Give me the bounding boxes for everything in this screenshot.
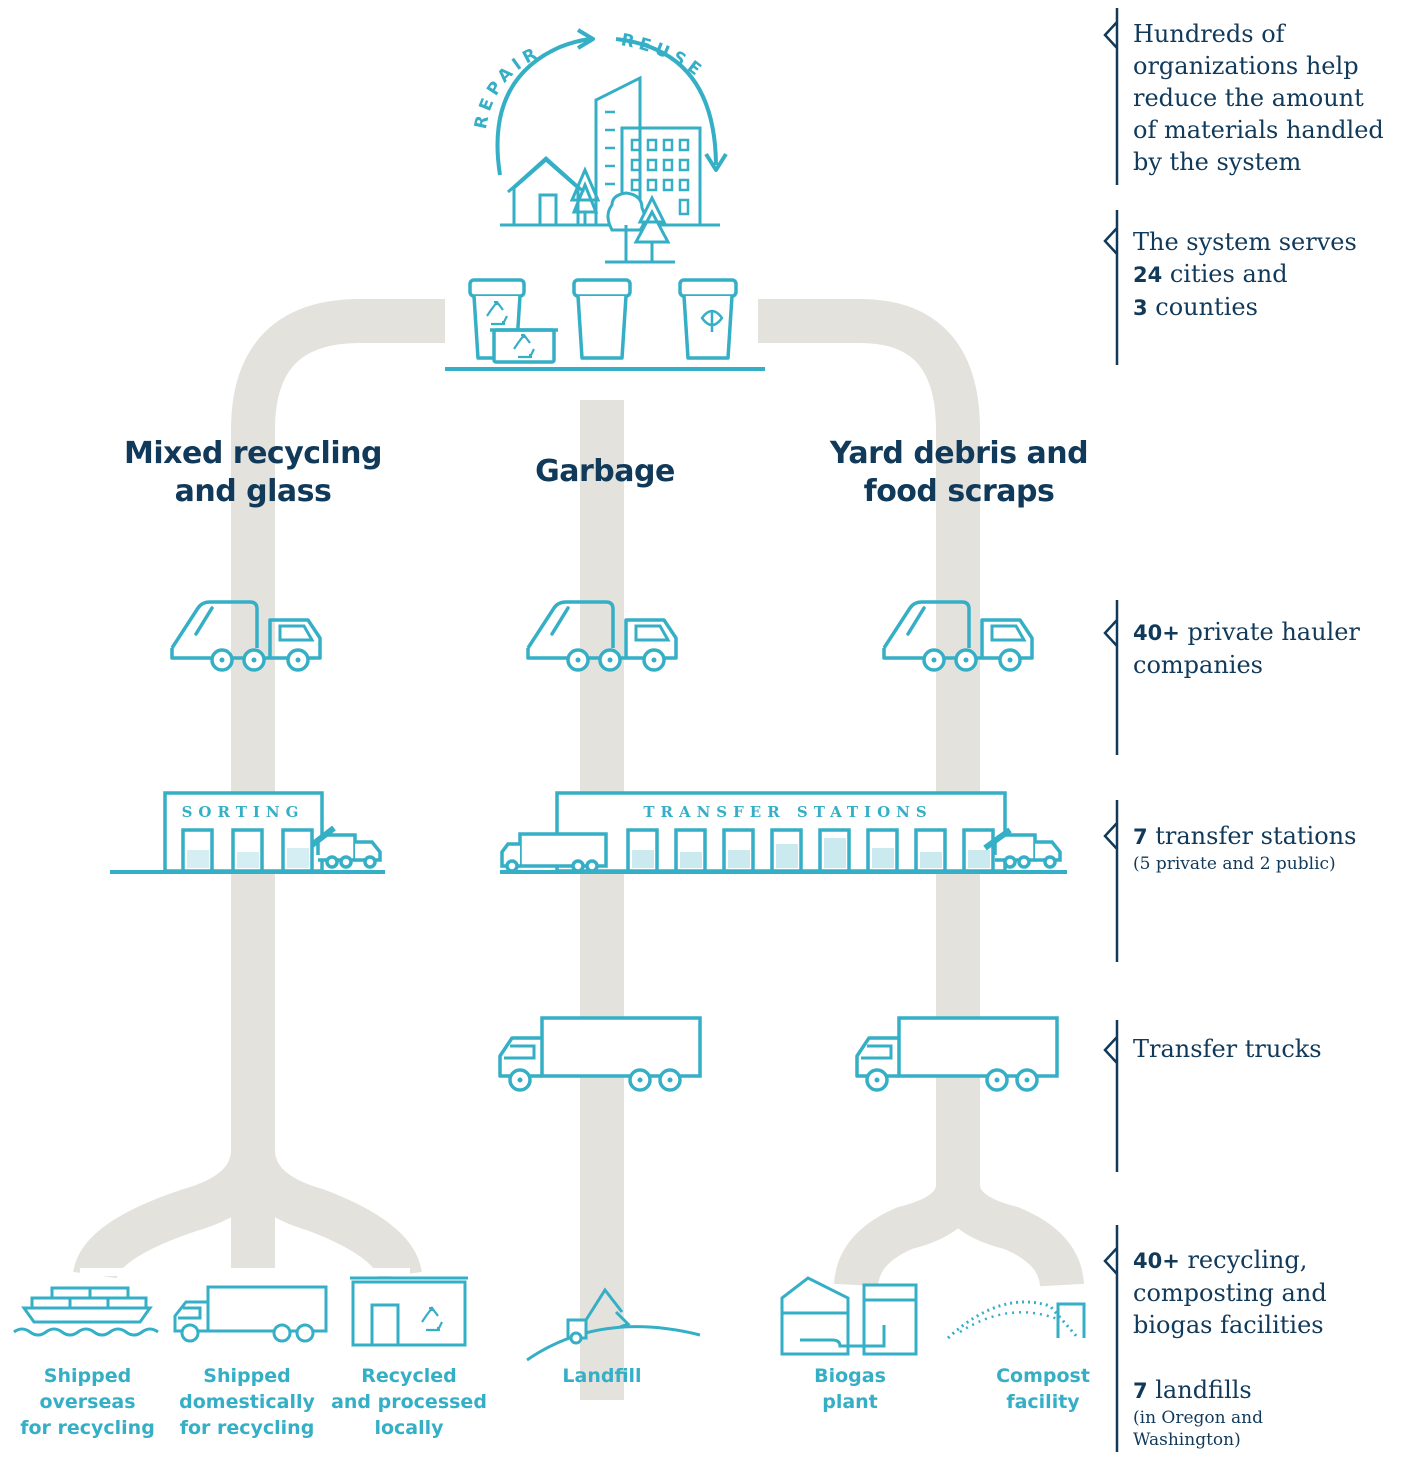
biogas-line2: plant <box>822 1391 878 1413</box>
recycling-branch-right <box>231 1148 422 1281</box>
note-serves-line1: The system serves <box>1133 228 1357 256</box>
overseas-line1: Shipped <box>43 1365 132 1387</box>
organics-title-line2: food scraps <box>863 474 1055 509</box>
note-landfills: 7 landfills (in Oregon and Washington) <box>1133 1374 1263 1451</box>
note-landfills-sub1: (in Oregon and <box>1133 1408 1263 1428</box>
note-serves-counties: 3 counties <box>1133 291 1357 324</box>
note-landfills-line1: 7 landfills <box>1133 1374 1263 1407</box>
biogas-plant-icon <box>780 1276 918 1356</box>
svg-text:REPAIR: REPAIR <box>471 42 545 131</box>
note-landfills-sub2: Washington) <box>1133 1430 1241 1450</box>
domestic-truck-icon <box>173 1285 328 1343</box>
recycling-flow <box>231 299 445 1158</box>
note-serves-cities: 24 cities and <box>1133 258 1357 291</box>
landfills-count: 7 <box>1133 1379 1148 1403</box>
compost-line2: facility <box>1006 1391 1080 1413</box>
reuse-label: REUSE <box>619 30 703 83</box>
note-haulers-line2: companies <box>1133 651 1263 679</box>
note-transfer: 7 transfer stations (5 private and 2 pub… <box>1133 820 1356 875</box>
landfill-icon <box>526 1287 701 1362</box>
note-trucks-line1: Transfer trucks <box>1133 1035 1322 1063</box>
repair-reuse-cycle: REPAIR REUSE <box>471 28 728 176</box>
note-org-line2: organizations help <box>1133 52 1359 80</box>
biogas-label: Biogas plant <box>780 1363 920 1415</box>
local-line2: and processed <box>331 1391 487 1413</box>
transfer-count: 7 <box>1133 825 1148 849</box>
note-facilities-line1: 40+ recycling, <box>1133 1244 1327 1277</box>
landfill-label: Landfill <box>532 1363 672 1389</box>
note-serves: The system serves 24 cities and 3 counti… <box>1133 226 1357 324</box>
biogas-line1: Biogas <box>814 1365 886 1387</box>
recycling-branch-left <box>73 1148 275 1281</box>
garbage-title-line1: Garbage <box>535 454 675 489</box>
note-haulers: 40+ private hauler companies <box>1133 616 1360 681</box>
note-trucks: Transfer trucks <box>1133 1033 1322 1065</box>
organics-flow <box>758 299 980 1192</box>
garbage-stream-title: Garbage <box>500 453 710 491</box>
cities-text: cities and <box>1162 260 1288 288</box>
note-facilities-line2: composting and <box>1133 1279 1327 1307</box>
local-line1: Recycled <box>361 1365 457 1387</box>
recycling-title-line1: Mixed recycling <box>124 436 382 471</box>
carts-icon <box>445 278 765 371</box>
sorting-facility <box>110 791 385 874</box>
facilities-count: 40+ <box>1133 1249 1180 1273</box>
overseas-line3: for recycling <box>20 1417 155 1439</box>
transfer-station <box>500 791 1067 874</box>
compost-line1: Compost <box>996 1365 1090 1387</box>
note-facilities: 40+ recycling, composting and biogas fac… <box>1133 1244 1327 1341</box>
note-transfer-line1: 7 transfer stations <box>1133 820 1356 853</box>
domestic-label: Shipped domestically for recycling <box>168 1363 326 1441</box>
counties-text: counties <box>1147 293 1258 321</box>
svg-text:REUSE: REUSE <box>619 30 708 83</box>
note-organizations: Hundreds of organizations help reduce th… <box>1133 18 1384 178</box>
landfills-text: landfills <box>1147 1376 1252 1404</box>
note-haulers-line1: 40+ private hauler <box>1133 616 1360 649</box>
overseas-label: Shipped overseas for recycling <box>10 1363 165 1441</box>
organics-stream-title: Yard debris and food scraps <box>820 435 1098 511</box>
local-facility-icon <box>350 1276 468 1347</box>
note-org-line3: reduce the amount <box>1133 84 1364 112</box>
local-line3: locally <box>374 1417 444 1439</box>
repair-label: REPAIR <box>471 42 540 131</box>
note-transfer-sub: (5 private and 2 public) <box>1133 854 1336 874</box>
notes-brackets <box>1103 8 1119 1452</box>
ship-icon <box>13 1286 159 1337</box>
transfer-stations-label: TRANSFER STATIONS <box>643 803 932 821</box>
note-facilities-line3: biogas facilities <box>1133 1311 1324 1339</box>
note-org-line1: Hundreds of <box>1133 20 1285 48</box>
domestic-line3: for recycling <box>179 1417 315 1439</box>
counties-count: 3 <box>1133 296 1148 320</box>
haulers-text: private hauler <box>1179 618 1360 646</box>
note-org-line5: by the system <box>1133 148 1302 176</box>
recycling-stream-title: Mixed recycling and glass <box>112 435 394 511</box>
flow-bands <box>73 299 1084 1400</box>
sorting-label: SORTING <box>182 803 305 821</box>
compost-label: Compost facility <box>970 1363 1116 1415</box>
haulers-count: 40+ <box>1133 621 1180 645</box>
transfer-text: transfer stations <box>1147 822 1357 850</box>
recycling-title-line2: and glass <box>174 474 332 509</box>
cities-count: 24 <box>1133 263 1163 287</box>
overseas-line2: overseas <box>39 1391 136 1413</box>
landfill-line1: Landfill <box>562 1365 642 1387</box>
organics-branch-right <box>936 1182 1084 1288</box>
city-icon <box>500 75 720 264</box>
facilities-text: recycling, <box>1179 1246 1308 1274</box>
compost-facility-icon <box>946 1300 1086 1340</box>
domestic-line2: domestically <box>179 1391 315 1413</box>
note-org-line4: of materials handled <box>1133 116 1384 144</box>
local-label: Recycled and processed locally <box>330 1363 488 1441</box>
domestic-line1: Shipped <box>203 1365 291 1387</box>
organics-title-line1: Yard debris and <box>829 436 1089 471</box>
